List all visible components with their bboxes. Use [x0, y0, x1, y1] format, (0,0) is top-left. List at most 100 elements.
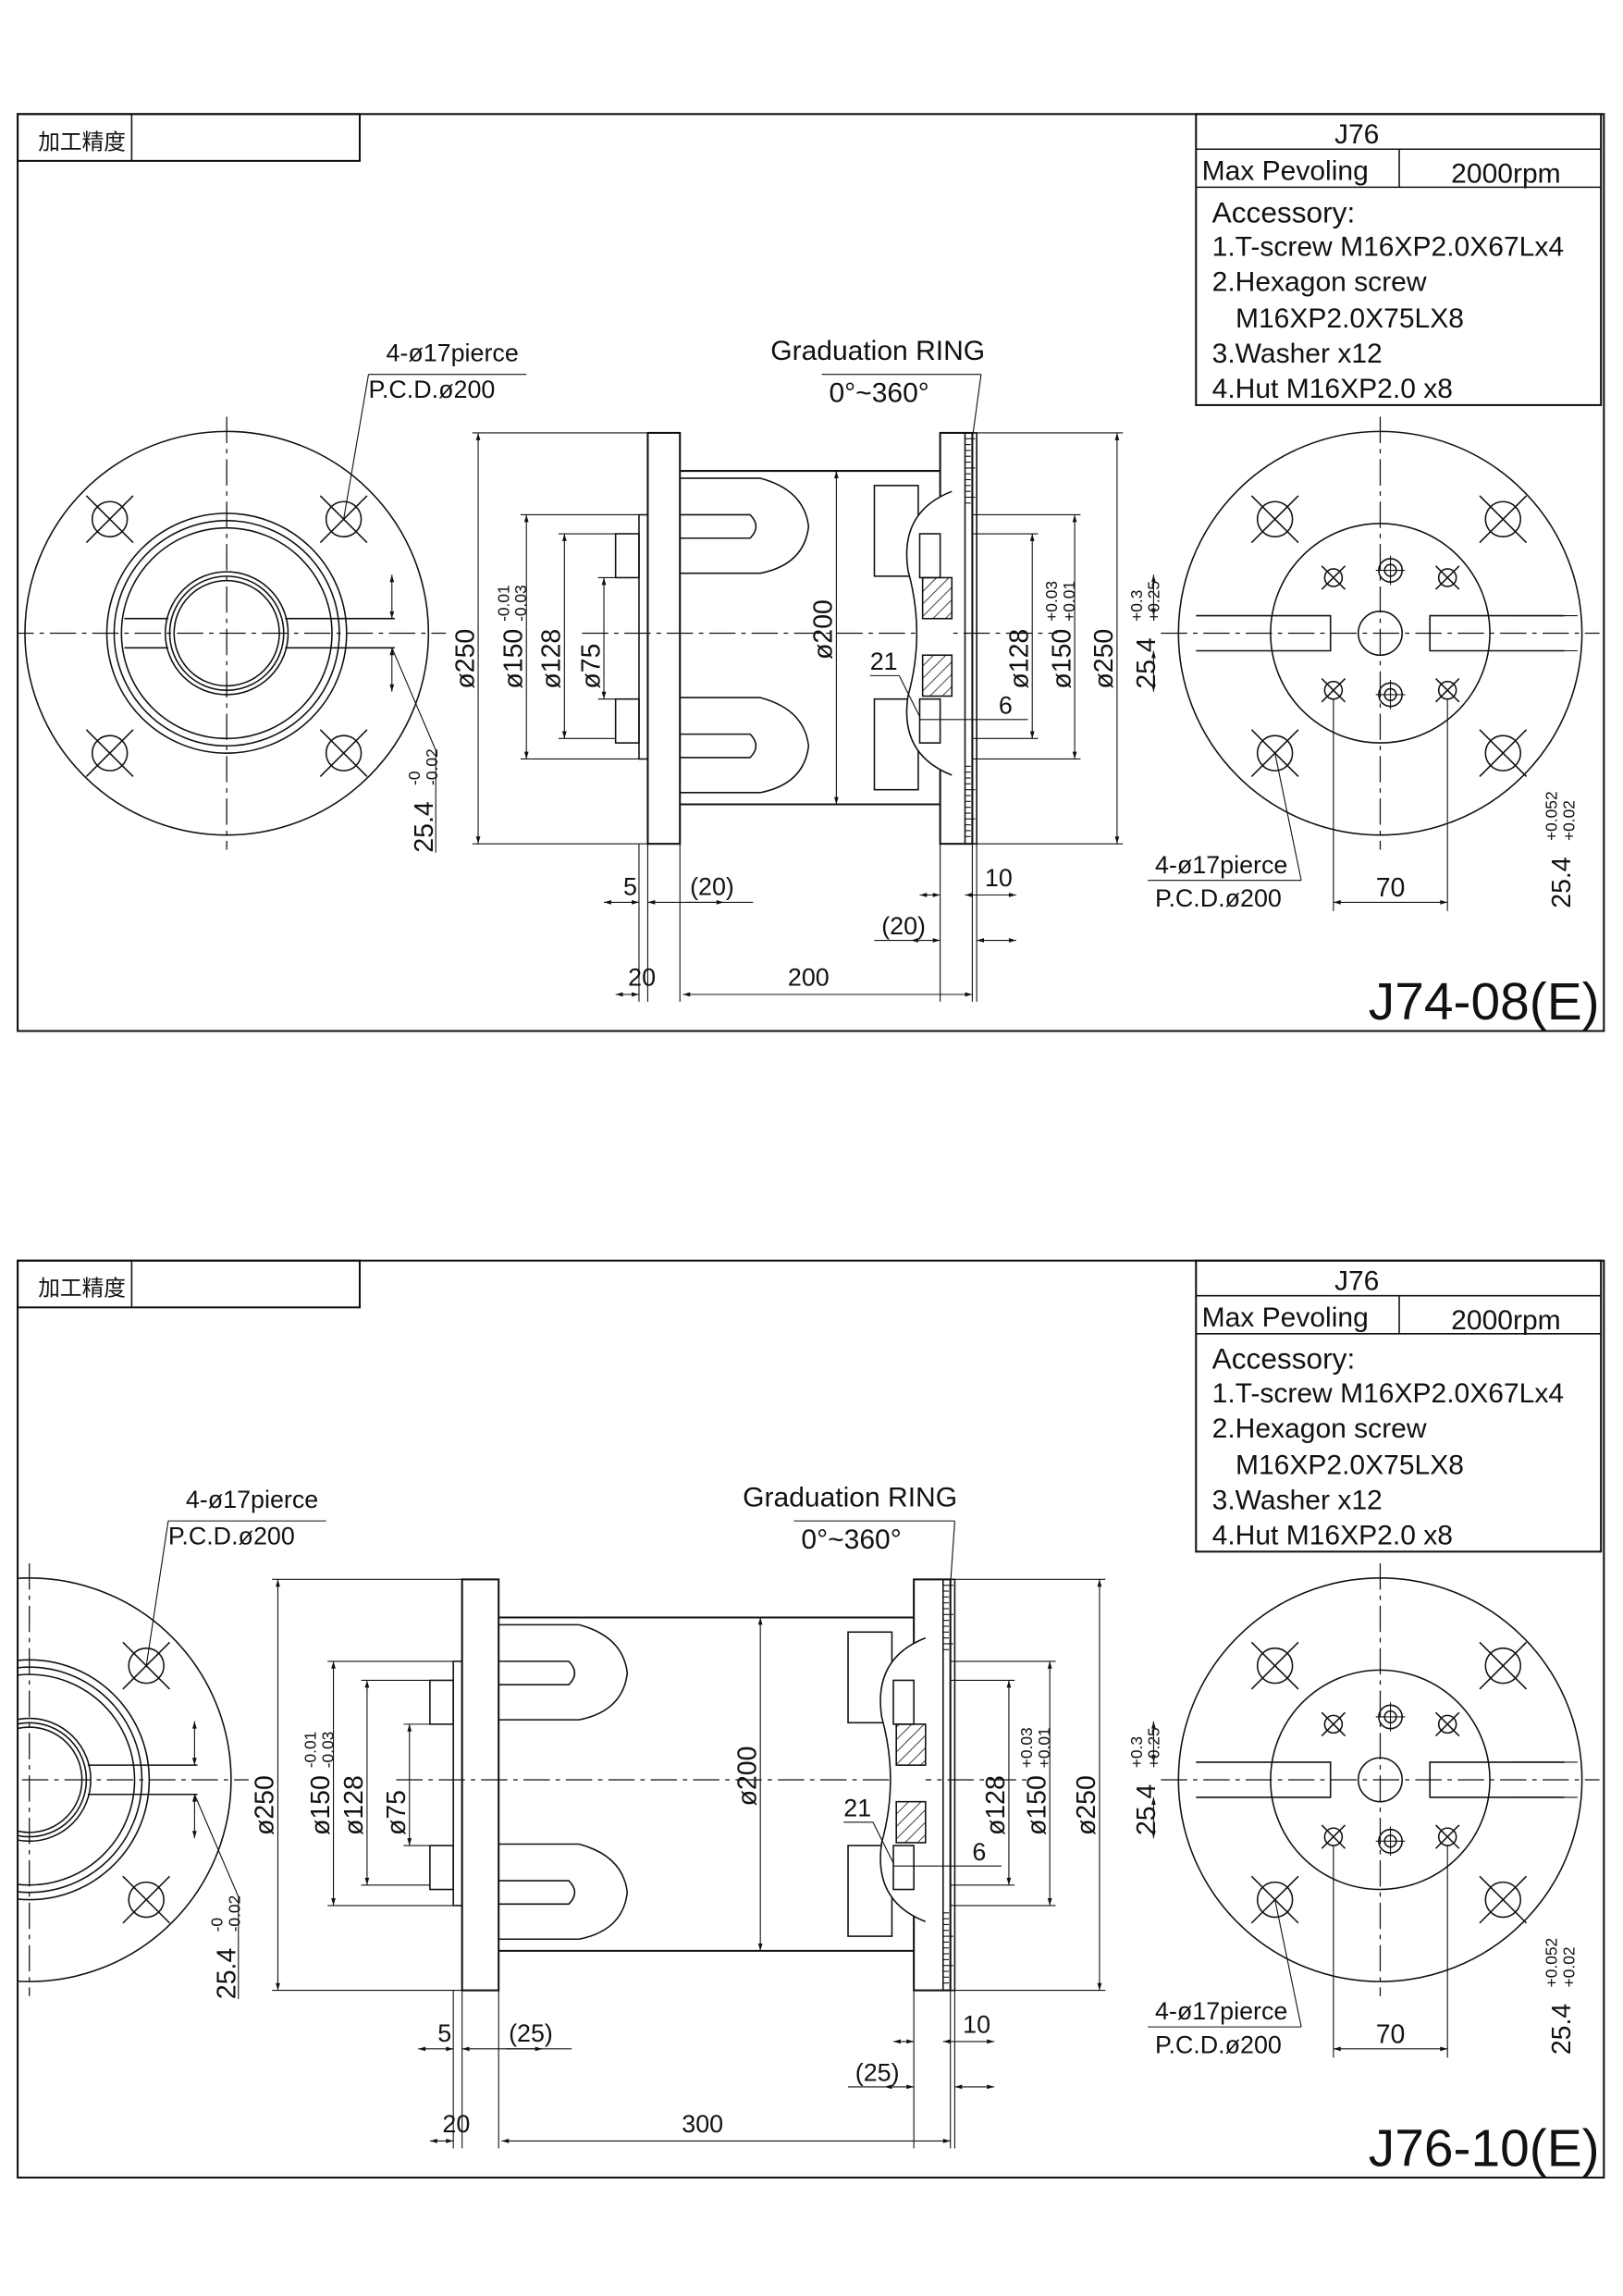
accessory-item: M16XP2.0X75LX8: [1236, 1450, 1464, 1481]
hex-screw-head: [892, 1679, 915, 1725]
t-screw: [498, 1843, 629, 1941]
t-screw: [680, 697, 810, 794]
dim-250-right-label: ø250: [1072, 1775, 1101, 1835]
accessory-item: 4.Hut M16XP2.0 x8: [1212, 1520, 1453, 1550]
key-mid-dimension-label-lower-tolerance: +0.25: [1145, 1727, 1163, 1768]
bolt-hole: [128, 1647, 165, 1685]
dim-length-label: 300: [682, 2110, 723, 2138]
accessory-item: 3.Washer x12: [1212, 1485, 1383, 1515]
bolt-hole-cross: [1479, 495, 1528, 544]
screw-hole-cross: [1434, 677, 1460, 703]
pierce-label: 4-ø17pierce: [386, 339, 518, 366]
dim-150-right-label-upper-tolerance: +0.03: [1042, 581, 1061, 622]
precision-label: 加工精度: [38, 1277, 126, 1302]
key-mid-dimension-label-upper-tolerance: +0.3: [1127, 1736, 1146, 1768]
left-end-view: [18, 1562, 249, 1996]
dim-10-label: 10: [985, 864, 1013, 892]
dim-75-label-value: ø75: [382, 1790, 412, 1835]
leader-line: [1274, 753, 1302, 881]
screw-hole-cross: [1321, 1824, 1346, 1849]
screw-hole: [1323, 568, 1344, 587]
bolt-hole: [1256, 734, 1294, 772]
graduation-ring-label: Graduation RING: [743, 1482, 957, 1512]
pierce-right-label: 4-ø17pierce: [1155, 851, 1287, 879]
dim-75-label-value: ø75: [576, 644, 606, 689]
dim-20-ref-right-label: (25): [855, 2059, 900, 2087]
section-hatch: [921, 576, 953, 620]
keyway-slot: [1429, 1761, 1565, 1798]
dim-150-label-value: ø150: [498, 629, 528, 689]
accessory-item: 3.Washer x12: [1212, 339, 1383, 369]
dim-150-right-label-value: ø150: [1047, 629, 1076, 689]
dim-150-right-label: ø150 +0.03+0.01: [1042, 581, 1078, 689]
dim-200-label: ø200: [732, 1747, 762, 1807]
bolt-hole: [325, 734, 363, 772]
dim-128-label: ø128: [537, 629, 567, 689]
pcd-label: P.C.D.ø200: [168, 1522, 295, 1549]
dim-128-label: ø128: [339, 1775, 369, 1835]
key-mid-dimension-label-value: 25.4: [1132, 1784, 1162, 1835]
accessory-item: M16XP2.0X75LX8: [1236, 303, 1464, 334]
pcd-right-label: P.C.D.ø200: [1155, 2031, 1282, 2059]
dim-150-label: ø150-0.01-0.03: [494, 585, 530, 688]
dim-150-label-upper-tolerance: -0.01: [494, 585, 512, 622]
leader-line: [343, 374, 370, 520]
key-right-dimension-label: 25.4+0.052+0.02: [1543, 791, 1579, 907]
leader-line: [971, 374, 982, 439]
dim-20-ref-left-label: (20): [690, 873, 734, 901]
key-right-dimension-label-value: 25.4: [1547, 857, 1577, 907]
dim-20-label: 20: [442, 2110, 470, 2138]
dim-250-right-label: ø250: [1089, 629, 1119, 689]
accessory-item: 1.T-screw M16XP2.0X67Lx4: [1212, 1378, 1564, 1409]
t-screw: [498, 1623, 629, 1721]
graduation-ring: [964, 432, 977, 845]
bolt-hole-cross: [1479, 1875, 1528, 1924]
accessory-title: Accessory:: [1212, 195, 1356, 228]
bolt-hole-cross: [1479, 1641, 1528, 1690]
spec-table: [1195, 1259, 1603, 1553]
bolt-hole: [1256, 1881, 1294, 1919]
speed-value: 2000rpm: [1451, 1305, 1560, 1336]
section-hatch: [895, 1800, 927, 1844]
bolt-hole: [325, 500, 363, 537]
bolt-hole-cross: [1250, 1641, 1299, 1690]
key-mid-dimension-label-value: 25.4: [1132, 637, 1162, 688]
keyway-slot: [1196, 1761, 1332, 1798]
dim-150-right-label-lower-tolerance: +0.01: [1060, 581, 1078, 622]
dim-128-label-value: ø128: [537, 629, 567, 689]
t-screw-slot: [498, 1660, 576, 1685]
keyway-slot: [1196, 614, 1332, 652]
bolt-hole: [1484, 500, 1522, 537]
dim-128-right-label: ø128: [981, 1775, 1011, 1835]
dim-75-label: ø75: [382, 1790, 412, 1835]
dim-128-right-label-value: ø128: [1004, 629, 1034, 689]
dim-150-right-label-upper-tolerance: +0.03: [1017, 1727, 1036, 1768]
dim-250-label-value: ø250: [450, 629, 480, 689]
bolt-hole-cross: [85, 495, 134, 544]
hex-screw-head: [918, 697, 941, 744]
leader-line: [872, 1821, 894, 1864]
leader-line: [898, 675, 920, 717]
left-boss: [614, 697, 640, 744]
speed-value: 2000rpm: [1451, 159, 1560, 190]
dim-21-label: 21: [843, 1794, 871, 1821]
key-left-dimension: 25.4-0-0.02: [405, 748, 441, 852]
screw-hole-cross: [1321, 565, 1346, 590]
screw-hole-cross: [1434, 1711, 1460, 1737]
key-mid-dimension-label: 25.4+0.3+0.25: [1127, 581, 1163, 689]
left-boss: [429, 1845, 454, 1891]
section-hatch: [895, 1723, 927, 1766]
dim-6-label: 6: [972, 1838, 986, 1866]
accessory-item: 4.Hut M16XP2.0 x8: [1212, 374, 1453, 404]
accessory-item: 2.Hexagon screw: [1212, 267, 1427, 298]
key-right-dimension-label-value: 25.4: [1547, 2004, 1577, 2055]
bolt-hole-cross: [122, 1875, 171, 1924]
dim-200-label-value: ø200: [809, 599, 839, 660]
dim-250-right-label-value: ø250: [1072, 1775, 1101, 1835]
key-mid-dimension-label-lower-tolerance: +0.25: [1145, 581, 1163, 622]
dim-250-right-label-value: ø250: [1089, 629, 1119, 689]
dim-20-ref-right-label: (20): [881, 912, 926, 940]
